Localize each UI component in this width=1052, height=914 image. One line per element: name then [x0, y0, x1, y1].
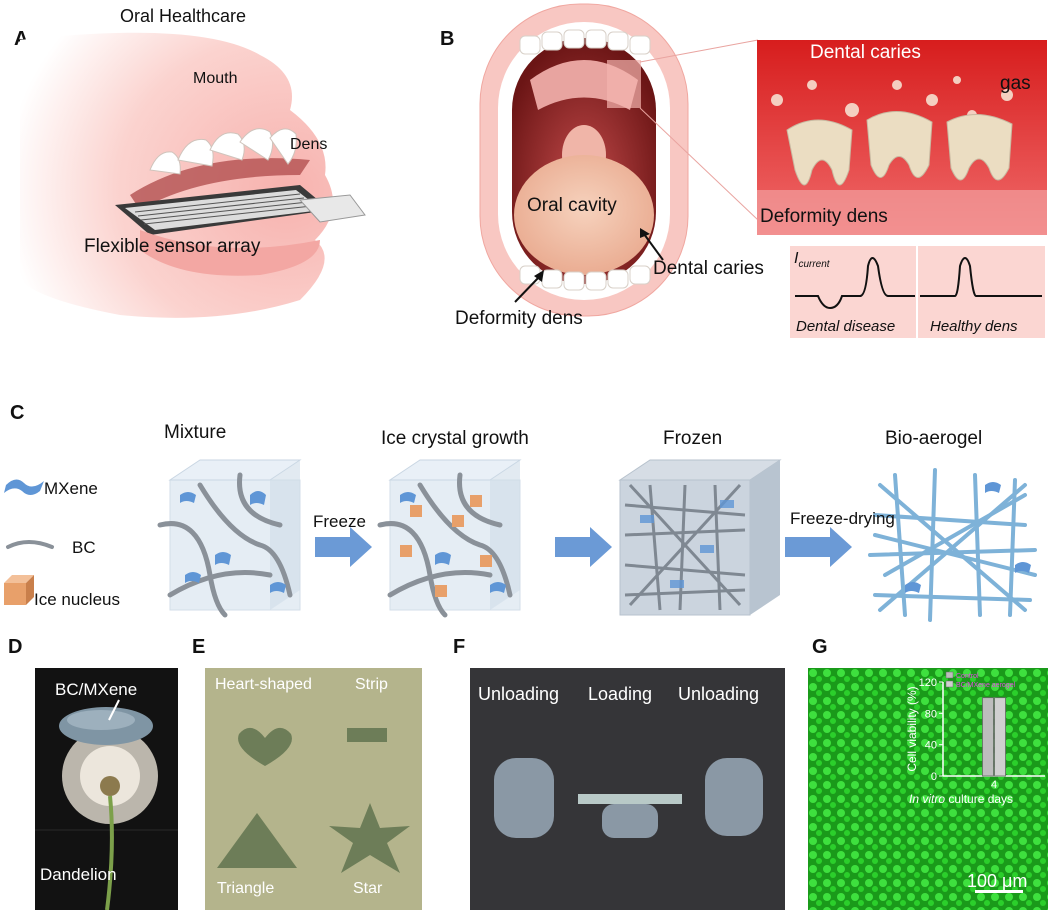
panel-a-title: Oral Healthcare: [120, 6, 247, 26]
legend-swatch: [945, 671, 954, 679]
bc-mxene-arrow: [108, 699, 120, 721]
sample-unloaded-right: [705, 758, 763, 836]
bar-control: [982, 697, 994, 777]
legend-label: BC/MXene aerogel: [956, 682, 1016, 689]
process-schematic: [157, 459, 1037, 622]
cube-frozen: [618, 459, 782, 616]
arrow-freeze-drying: [785, 527, 852, 567]
stage-mixture: Mixture: [164, 422, 227, 443]
panel-letter-b: B: [440, 28, 455, 50]
y-axis-title: Cell viability (%): [905, 686, 919, 771]
legend-mxene: MXene: [44, 479, 98, 498]
y-tick-label: 40: [925, 740, 937, 752]
label-dental-caries: Dental caries: [653, 258, 764, 279]
legend-bc: BC: [72, 538, 96, 557]
arrow-2: [555, 527, 612, 567]
signal-y-label: Icurrent: [794, 250, 830, 271]
label-unloading-2: Unloading: [678, 684, 760, 704]
stage-bio-aerogel: Bio-aerogel: [885, 428, 983, 449]
sample-unloaded-left: [494, 758, 554, 838]
oral-cavity-illustration: [479, 3, 689, 317]
legend-c: [4, 479, 54, 605]
inset-gas-label: gas: [1000, 73, 1031, 94]
bar-bc-mxene-aerogel: [994, 697, 1006, 777]
x-tick-label: 4: [991, 779, 997, 791]
bc-fiber-icon: [6, 540, 54, 549]
arrows-b: [514, 228, 664, 303]
zoom-lines: [639, 39, 759, 221]
scale-bar-label: 100 μm: [967, 871, 1028, 891]
label-star: Star: [353, 880, 383, 897]
label-flexible-sensor: Flexible sensor array: [84, 236, 261, 257]
label-strip: Strip: [355, 676, 388, 693]
mxene-icon: [4, 479, 44, 495]
panel-letter-d: D: [8, 636, 23, 658]
label-dandelion: Dandelion: [40, 865, 117, 884]
inset-deformity-label: Deformity dens: [760, 206, 888, 227]
triangle-shape: [217, 813, 297, 868]
cube-ice-crystal: [377, 459, 522, 618]
panel-letter-e: E: [192, 636, 206, 658]
label-unloading-1: Unloading: [478, 684, 560, 704]
label-dens: Dens: [290, 136, 328, 153]
label-triangle: Triangle: [217, 880, 275, 897]
panel-letter-c: C: [10, 402, 25, 424]
label-mouth: Mouth: [193, 70, 238, 87]
signal-plot: Icurrent Dental disease Healthy dens: [790, 246, 1045, 338]
star-shape: [329, 803, 410, 873]
heart-shape: [238, 727, 292, 766]
y-tick-label: 120: [919, 677, 937, 689]
scale-bar: [975, 890, 1023, 893]
stage-frozen: Frozen: [663, 428, 723, 449]
signal-trace-healthy: [920, 257, 1042, 297]
aerogel-network: [868, 468, 1037, 622]
stage-ice-crystal: Ice crystal growth: [381, 428, 529, 449]
sensor-array: [115, 185, 366, 235]
legend-ice-nucleus: Ice nucleus: [34, 590, 120, 609]
compression-photo: Unloading Loading Unloading: [470, 668, 785, 910]
label-oral-cavity: Oral cavity: [527, 195, 617, 216]
label-heart-shaped: Heart-shaped: [215, 676, 312, 693]
panel-letter-f: F: [453, 636, 466, 658]
legend-swatch: [945, 680, 954, 688]
legend-label: Control: [956, 673, 979, 680]
label-bc-mxene: BC/MXene: [55, 680, 138, 699]
label-deformity-dens: Deformity dens: [455, 308, 583, 329]
label-dental-disease: Dental disease: [796, 318, 896, 335]
y-tick-label: 0: [931, 771, 937, 783]
dandelion-photo: BC/MXene Dandelion: [35, 668, 178, 910]
arrow-freeze-drying-label: Freeze-drying: [790, 509, 895, 528]
y-tick-label: 80: [925, 708, 937, 720]
shapes-photo: Heart-shaped Strip Triangle Star: [205, 668, 422, 910]
signal-trace-disease: [795, 257, 915, 310]
ice-nucleus-icon: [4, 575, 34, 605]
arrow-freeze: [315, 527, 372, 567]
label-healthy-dens: Healthy dens: [930, 318, 1018, 335]
arrow-freeze-label: Freeze: [313, 512, 366, 531]
inset-title: Dental caries: [810, 42, 921, 63]
strip-shape: [347, 728, 387, 742]
dental-caries-inset: [757, 40, 1047, 235]
sample-loaded: [602, 804, 658, 838]
panel-letter-g: G: [812, 636, 828, 658]
label-loading: Loading: [588, 684, 653, 704]
mouth-sensor-illustration: [20, 32, 366, 318]
x-axis-title: In vitro culture days: [909, 792, 1013, 806]
glass-slide: [578, 794, 682, 804]
cube-mixture: [157, 459, 302, 618]
